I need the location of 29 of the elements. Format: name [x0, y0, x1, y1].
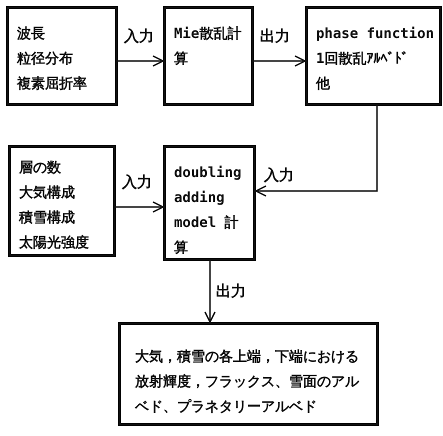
box-text: 積雪構成	[19, 209, 76, 228]
box-text: 粒径分布	[17, 50, 74, 69]
edge-label: 入力	[124, 27, 154, 45]
arrow	[255, 106, 378, 197]
box-text: 波長	[17, 25, 46, 44]
box-text: Mie散乱計算	[174, 25, 242, 69]
arrow	[116, 201, 164, 213]
box-text: 大気，積雪の各上端，下端における放射輝度，フラックス、雪面のアルベド、プラネタリーアルベド	[135, 348, 360, 417]
edge-label: 出力	[216, 282, 246, 300]
process-box	[163, 6, 254, 106]
box-text: doubling adding model 計算	[174, 164, 242, 258]
box-text: 複素屈折率	[17, 74, 88, 94]
process-box	[305, 6, 442, 106]
process-box	[8, 145, 116, 257]
box-text: 大気構成	[19, 184, 76, 203]
arrow	[204, 261, 216, 323]
edge-label: 入力	[122, 173, 152, 191]
process-box	[6, 6, 118, 106]
box-text: 他	[316, 75, 332, 94]
process-box	[118, 322, 379, 426]
box-text: 層の数	[19, 159, 62, 178]
edge-label: 入力	[264, 166, 294, 184]
arrow	[254, 55, 306, 67]
arrow	[118, 55, 164, 67]
process-box	[163, 145, 256, 261]
box-text: 1回散乱ｱﾙﾍﾞﾄﾞ	[316, 50, 410, 69]
box-text: phase function	[316, 25, 435, 44]
edge-label: 出力	[260, 27, 290, 45]
box-text: 太陽光強度	[19, 234, 90, 253]
